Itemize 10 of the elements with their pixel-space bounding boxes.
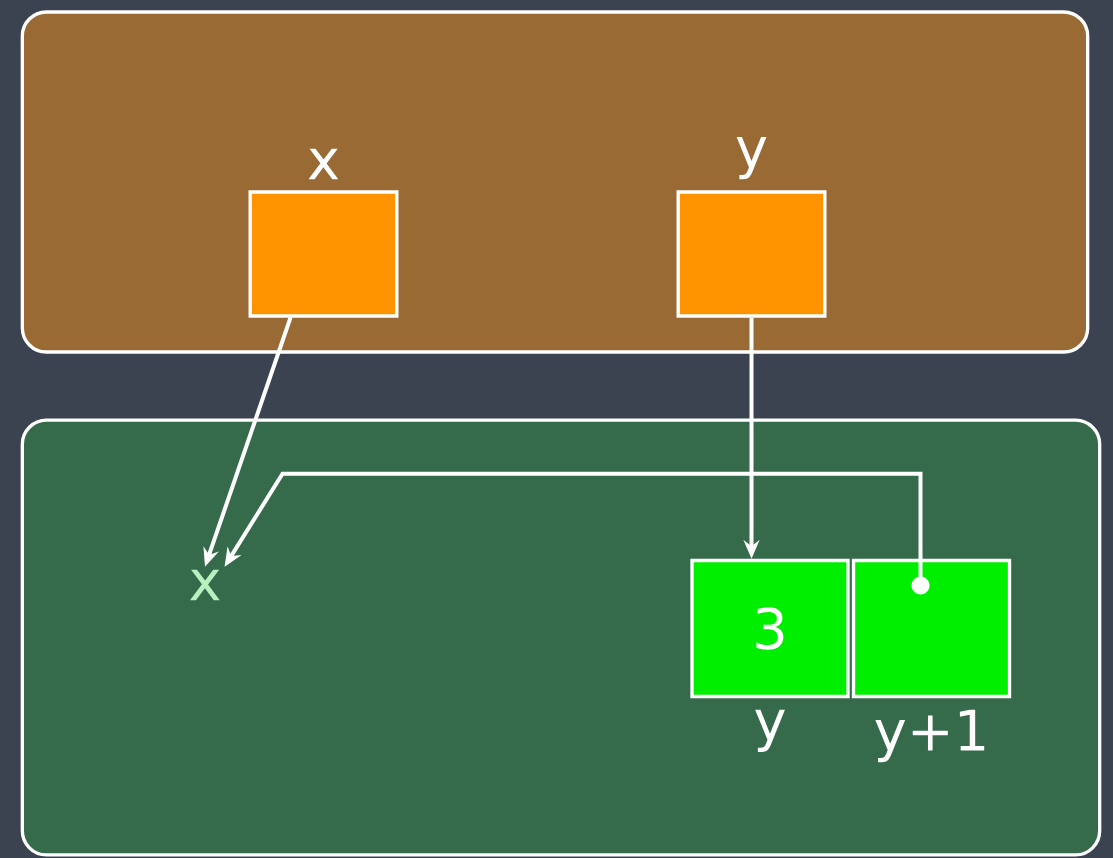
node-label: y+1 — [875, 709, 985, 763]
memory-cell: y+1 — [851, 558, 1012, 763]
variable-label: x — [190, 569, 220, 601]
node-label: x — [308, 148, 339, 180]
node-label: y — [755, 709, 785, 752]
node-label: y — [736, 137, 767, 180]
variable-box: x — [248, 148, 399, 318]
memory-cell: 3 y — [690, 558, 850, 752]
panel — [20, 418, 1102, 857]
variable-box: y — [676, 137, 827, 318]
